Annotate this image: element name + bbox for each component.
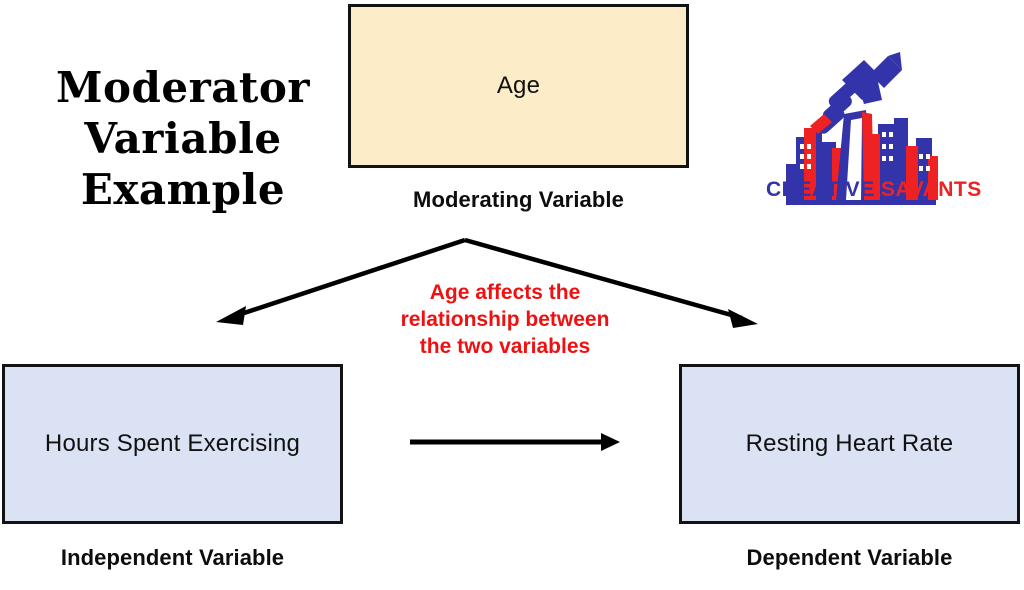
- arm-red-stripe-icon: [862, 112, 874, 200]
- dependent-variable-caption: Dependent Variable: [746, 545, 953, 570]
- dependent-variable-label: Resting Heart Rate: [745, 430, 954, 457]
- thumb-icon: [858, 82, 882, 104]
- pencil-icon: [810, 52, 902, 134]
- independent-to-dependent-arrow-icon: [410, 433, 620, 451]
- moderation-note-text: Age affects the relationship between the…: [400, 281, 610, 358]
- moderator-variable-label: Age: [496, 72, 541, 99]
- logo-artwork: [786, 52, 938, 205]
- logo-wordmark: CREATIVE SAVANTS: [766, 178, 981, 202]
- creative-savants-logo: CREATIVE SAVANTS: [766, 52, 981, 218]
- forearm-icon: [836, 110, 870, 200]
- logo-word-creative: CREATIVE: [766, 178, 875, 201]
- independent-variable-label: Hours Spent Exercising: [44, 430, 301, 457]
- fist-icon: [817, 60, 882, 134]
- moderator-variable-box: Age: [348, 4, 689, 168]
- page-title: Moderator Variable Example: [56, 63, 310, 215]
- moderator-variable-caption: Moderating Variable: [413, 187, 624, 212]
- independent-variable-caption: Independent Variable: [60, 545, 285, 570]
- logo-word-savants: SAVANTS: [880, 178, 982, 201]
- independent-variable-box: Hours Spent Exercising: [2, 364, 343, 524]
- skyline-windows-icon: [800, 132, 930, 171]
- dependent-variable-box: Resting Heart Rate: [679, 364, 1020, 524]
